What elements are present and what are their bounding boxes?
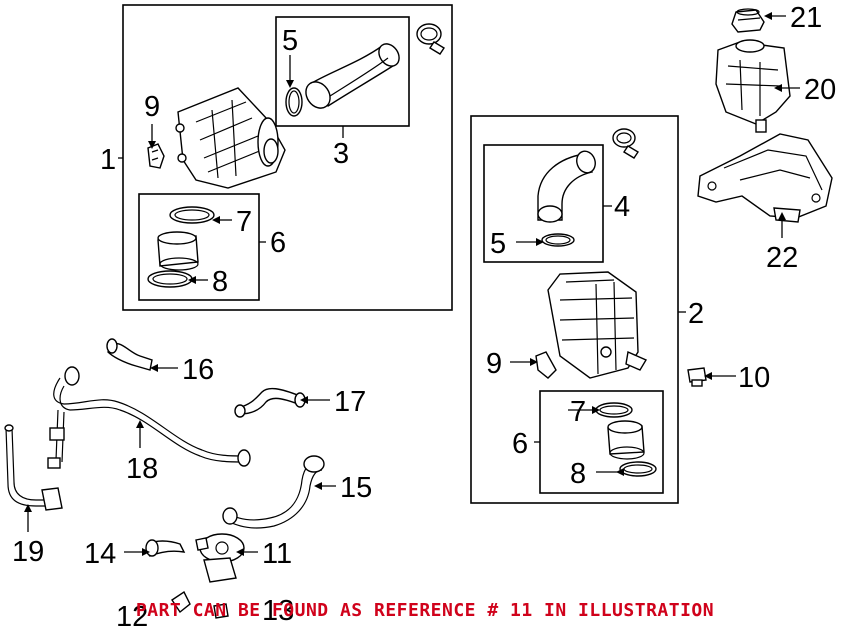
- arrow-heads: [24, 12, 786, 556]
- hose-15: [222, 455, 325, 529]
- group-box-6-left: [138, 193, 260, 301]
- hose-3: [305, 43, 400, 109]
- group-box-2: [470, 115, 679, 504]
- part-reference-note: PART CAN BE FOUND AS REFERENCE # 11 IN I…: [135, 600, 715, 621]
- sensor-left: [147, 143, 165, 169]
- callout-8-left: 8: [212, 266, 228, 298]
- bolt-13: [213, 603, 229, 619]
- callout-16: 16: [182, 354, 214, 386]
- callout-5-right: 5: [490, 228, 506, 260]
- bracket-12: [171, 590, 191, 614]
- callout-15: 15: [340, 472, 372, 504]
- callout-22: 22: [766, 242, 798, 274]
- callout-9-right: 9: [486, 348, 502, 380]
- seal-ring-7-right: [595, 402, 633, 418]
- callout-6-left: 6: [270, 227, 286, 259]
- callout-20: 20: [804, 74, 836, 106]
- callout-18: 18: [126, 453, 158, 485]
- callout-6-right: 6: [512, 428, 528, 460]
- hose-4: [537, 150, 596, 223]
- callout-9-left: 9: [144, 91, 160, 123]
- group-box-4: [483, 144, 604, 263]
- hose-18: [47, 366, 251, 469]
- sleeve-left: [157, 231, 199, 271]
- reservoir-cap-21: [731, 8, 765, 33]
- callout-13: 13: [262, 595, 294, 627]
- callout-8-right: 8: [570, 458, 586, 490]
- callout-7-left: 7: [236, 206, 252, 238]
- callout-21: 21: [790, 2, 822, 34]
- bracket-22: [697, 133, 833, 223]
- callout-1: 1: [100, 144, 116, 176]
- hose-14: [145, 539, 186, 557]
- hose-16: [106, 338, 153, 371]
- callout-14: 14: [84, 538, 116, 570]
- hose-19: [4, 424, 63, 511]
- callout-19: 19: [12, 536, 44, 568]
- intercooler-left: [175, 87, 286, 189]
- callout-12: 12: [116, 601, 148, 630]
- intercooler-right: [547, 271, 648, 379]
- callout-7-right: 7: [570, 396, 586, 428]
- expansion-tank-20: [715, 39, 791, 133]
- sensor-right: [535, 351, 557, 379]
- sleeve-right: [607, 420, 645, 460]
- callout-3: 3: [333, 138, 349, 170]
- bolt-10: [687, 367, 707, 387]
- water-pump-11: [195, 533, 245, 583]
- callout-17: 17: [334, 386, 366, 418]
- callout-10: 10: [738, 362, 770, 394]
- callout-11: 11: [262, 538, 292, 570]
- hose-17: [234, 387, 306, 418]
- callout-4: 4: [614, 191, 630, 223]
- clamp-top: [416, 23, 445, 55]
- callout-5-left: 5: [282, 25, 298, 57]
- seal-ring-8-right: [619, 461, 657, 477]
- callout-2: 2: [688, 298, 704, 330]
- clamp-right: [612, 128, 639, 159]
